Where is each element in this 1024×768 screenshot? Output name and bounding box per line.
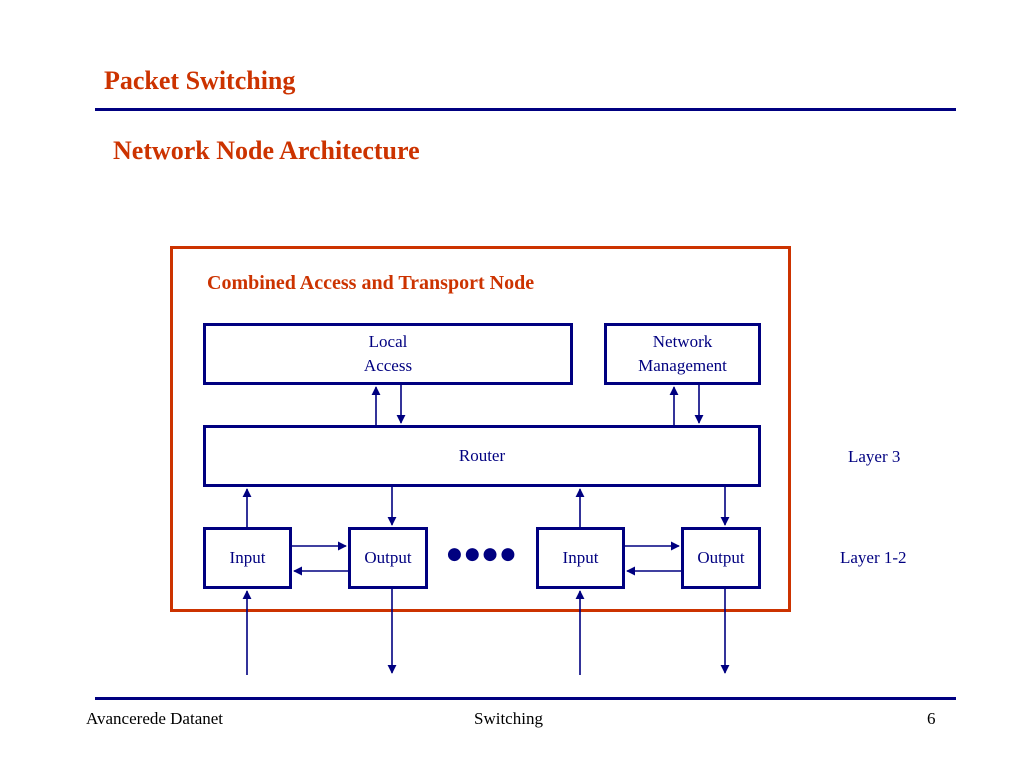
output-label-2: Output	[697, 548, 745, 567]
network-management-box: Network Management	[604, 323, 761, 385]
slide-title: Packet Switching	[104, 66, 296, 95]
footer-left: Avancerede Datanet	[86, 709, 224, 728]
slide-subtitle: Network Node Architecture	[113, 136, 420, 165]
bottom-divider	[95, 697, 956, 700]
input-label-1: Input	[229, 548, 266, 567]
output-label-1: Output	[364, 548, 412, 567]
input-box-2: Input	[536, 527, 625, 589]
output-box-2: Output	[681, 527, 761, 589]
node-frame	[170, 246, 791, 612]
input-box-1: Input	[203, 527, 292, 589]
output-box-1: Output	[348, 527, 428, 589]
footer-center: Switching	[474, 709, 543, 728]
router-box: Router	[203, 425, 761, 487]
node-title: Combined Access and Transport Node	[207, 272, 535, 294]
ellipsis-dots: ●●●●	[447, 544, 519, 564]
local-access-box: Local Access	[203, 323, 573, 385]
router-label: Router	[458, 446, 506, 465]
top-divider	[95, 108, 956, 111]
layer-1-2-label: Layer 1-2	[840, 548, 907, 567]
network-management-label: Network Management	[638, 332, 727, 375]
page-number: 6	[927, 709, 936, 728]
local-access-label: Local Access	[363, 332, 413, 375]
layer-3-label: Layer 3	[848, 447, 901, 466]
input-label-2: Input	[562, 548, 599, 567]
